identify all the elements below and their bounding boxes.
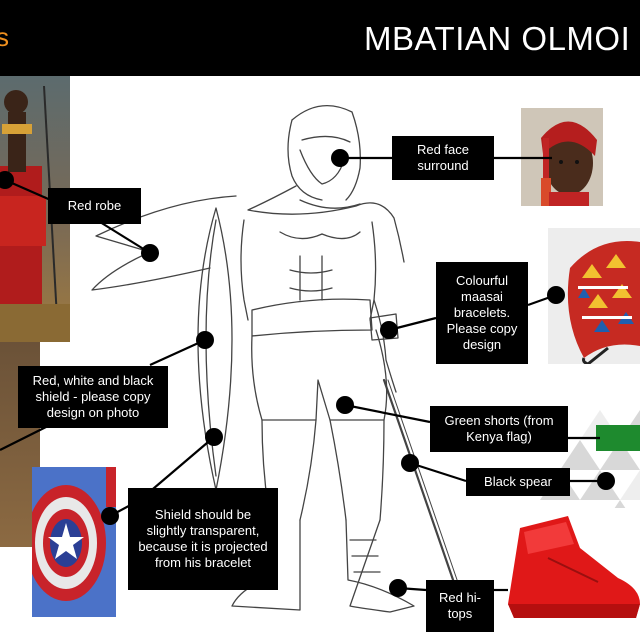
shield-reference-photo xyxy=(32,467,116,617)
label-green-shorts: Green shorts (from Kenya flag) xyxy=(430,406,568,452)
label-red-hitops: Red hi-tops xyxy=(426,580,494,632)
header-left-fragment: s xyxy=(0,22,9,52)
label-shield-transparent: Shield should be slightly transparent, b… xyxy=(128,488,278,590)
label-black-spear: Black spear xyxy=(466,468,570,496)
page-title: MBATIAN OLMOI xyxy=(364,20,631,57)
label-red-face-surround: Red face surround xyxy=(392,136,494,180)
hitops-photo xyxy=(508,508,640,622)
label-shield: Red, white and black shield - please cop… xyxy=(18,366,168,428)
label-red-robe: Red robe xyxy=(48,188,141,224)
bracelet-photo xyxy=(548,228,640,364)
kenya-green-swatch xyxy=(596,425,640,451)
label-bracelets: Colourful maasai bracelets. Please copy … xyxy=(436,262,528,364)
maasai-face-photo xyxy=(521,108,603,206)
header-bar: s MBATIAN OLMOI xyxy=(0,0,640,76)
